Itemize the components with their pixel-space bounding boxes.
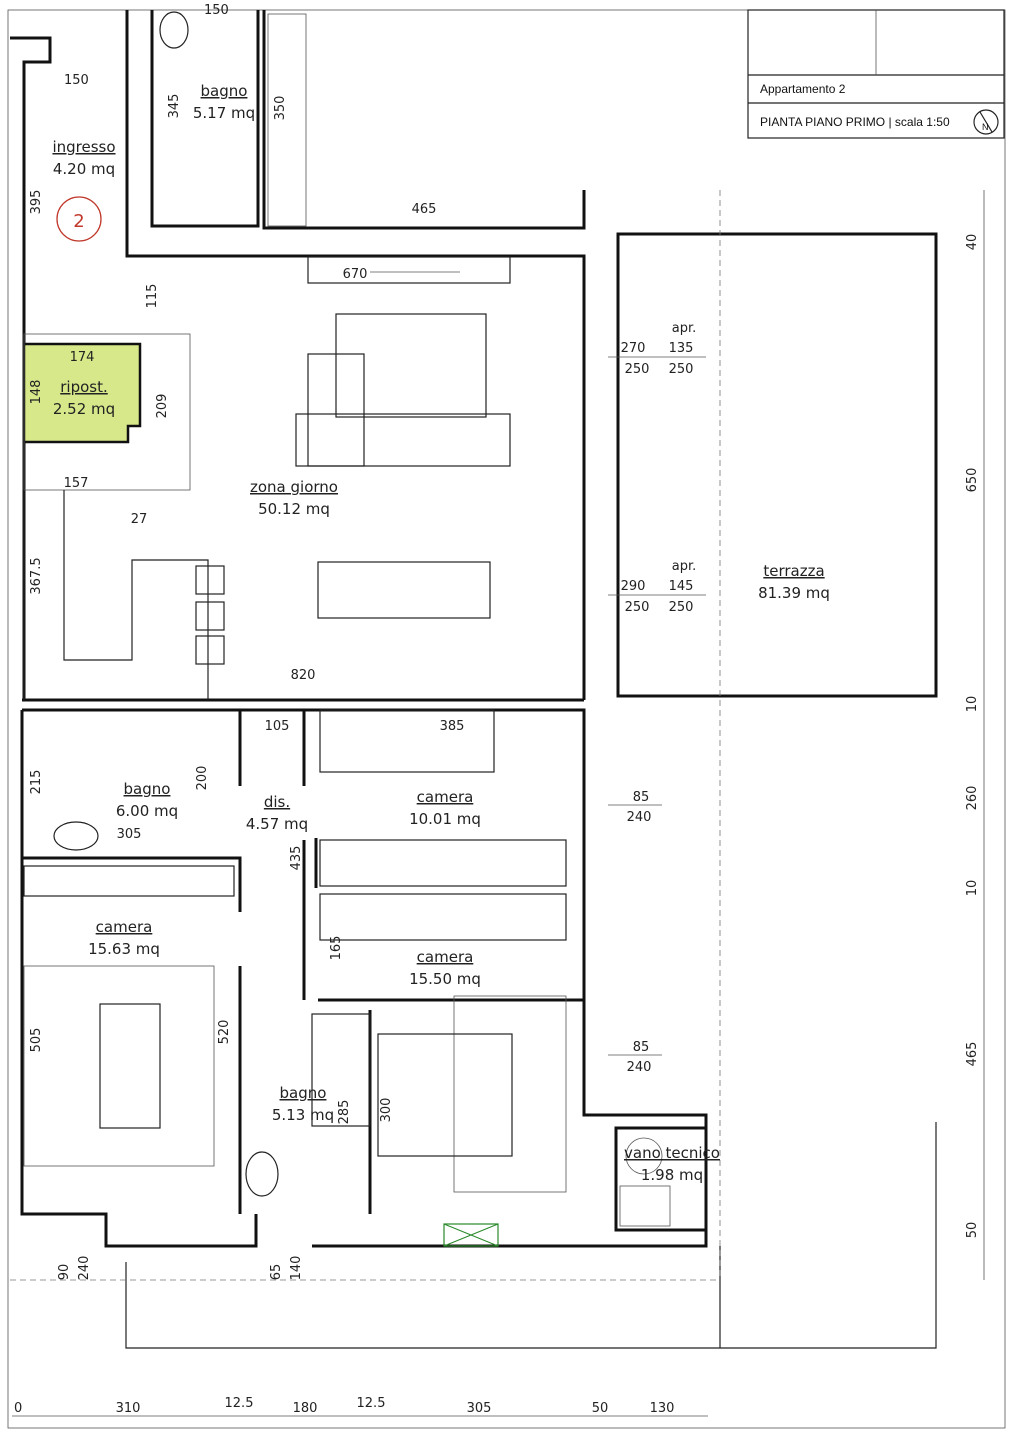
dim-label: 150 [204, 3, 229, 18]
room-area-bagno-left: 6.00 mq [116, 802, 178, 820]
dim-label: 250 [669, 362, 694, 377]
dim-label: 140 [289, 1256, 304, 1281]
room-labels: ingresso 4.20 mq bagno 5.17 mq ripost. 2… [52, 82, 829, 1184]
dim-label: 305 [467, 1401, 492, 1416]
project-name: Appartamento 2 [760, 82, 846, 96]
room-name-ingresso: ingresso [52, 138, 115, 156]
dim-label: 12.5 [225, 1396, 254, 1411]
unit-badge-icon [56, 196, 102, 242]
dim-label: 165 [329, 936, 344, 961]
north-arrow-icon [973, 109, 999, 135]
terrace-outline [10, 190, 937, 1349]
room-name-zona-giorno: zona giorno [250, 478, 338, 496]
room-name-terrazza: terrazza [763, 562, 824, 580]
dim-label: 85 [633, 790, 650, 805]
dim-label: 174 [70, 350, 95, 365]
room-area-zona-giorno: 50.12 mq [258, 500, 330, 518]
dim-label: 465 [965, 1042, 980, 1067]
dim-label: 157 [64, 476, 89, 491]
dim-label: 12.5 [357, 1396, 386, 1411]
room-name-dis: dis. [264, 793, 290, 811]
dim-label: 10 [965, 696, 980, 713]
dim-label: 50 [965, 1222, 980, 1239]
dim-label: 367.5 [29, 557, 44, 594]
dim-label: 435 [289, 846, 304, 871]
room-name-bagno-bottom: bagno [280, 1084, 327, 1102]
dim-label: 395 [29, 190, 44, 215]
dim-label: 240 [77, 1256, 92, 1281]
dim-label: 270 [621, 341, 646, 356]
dim-label: 148 [29, 380, 44, 405]
dim-label: 10 [965, 880, 980, 897]
dim-label: 820 [291, 668, 316, 683]
sheet-border [7, 9, 1006, 1429]
dim-label: 200 [195, 766, 210, 791]
room-area-vano-tecnico: 1.98 mq [641, 1166, 703, 1184]
title-block: Appartamento 2 PIANTA PIANO PRIMO | scal… [747, 9, 1005, 139]
dim-label: apr. [672, 321, 697, 336]
room-area-bagno-top: 5.17 mq [193, 104, 255, 122]
room-name-camera-bottom: camera [417, 948, 474, 966]
walls [10, 10, 938, 1248]
dim-label: 215 [29, 770, 44, 795]
dim-label: 250 [669, 600, 694, 615]
dim-label: 300 [379, 1098, 394, 1123]
dim-label: 285 [337, 1100, 352, 1125]
dim-label: 350 [273, 96, 288, 121]
dim-label: 209 [155, 394, 170, 419]
dim-label: 85 [633, 1040, 650, 1055]
dim-label: 505 [29, 1028, 44, 1053]
room-name-vano-tecnico: vano tecnico [624, 1144, 720, 1162]
dim-label: 130 [650, 1401, 675, 1416]
dim-label: 145 [669, 579, 694, 594]
room-area-camera-mid: 10.01 mq [409, 810, 481, 828]
dim-label: 90 [57, 1264, 72, 1281]
dim-label: 0 [14, 1401, 22, 1416]
dim-label: 290 [621, 579, 646, 594]
dim-label: 310 [116, 1401, 141, 1416]
dim-label: 135 [669, 341, 694, 356]
room-name-bagno-left: bagno [124, 780, 171, 798]
dim-label: 305 [117, 827, 142, 842]
dimension-labels: 150 150 345 350 395 465 115 670 174 148 … [12, 3, 985, 1417]
unit-badge: 2 [73, 211, 84, 232]
dim-label: apr. [672, 559, 697, 574]
dim-label: 50 [592, 1401, 609, 1416]
room-area-ingresso: 4.20 mq [53, 160, 115, 178]
dim-label: 250 [625, 362, 650, 377]
room-area-terrazza: 81.39 mq [758, 584, 830, 602]
room-area-camera-bottom: 15.50 mq [409, 970, 481, 988]
dim-label: 105 [265, 719, 290, 734]
room-area-bagno-bottom: 5.13 mq [272, 1106, 334, 1124]
dim-label: 115 [145, 284, 160, 309]
room-name-camera-mid: camera [417, 788, 474, 806]
dim-label: 520 [217, 1020, 232, 1045]
room-name-camera-left: camera [96, 918, 153, 936]
room-area-dis: 4.57 mq [246, 815, 308, 833]
north-label: N [982, 122, 989, 132]
dim-label: 240 [627, 810, 652, 825]
dim-label: 670 [343, 267, 368, 282]
dim-label: 180 [293, 1401, 318, 1416]
dim-label: 65 [269, 1264, 284, 1281]
dim-label: 40 [965, 234, 980, 251]
room-area-ripost: 2.52 mq [53, 400, 115, 418]
room-area-camera-left: 15.63 mq [88, 940, 160, 958]
furniture [23, 11, 671, 1247]
room-name-bagno-top: bagno [201, 82, 248, 100]
dim-label: 260 [965, 786, 980, 811]
dim-label: 345 [167, 94, 182, 119]
dim-label: 650 [965, 468, 980, 493]
dim-label: 240 [627, 1060, 652, 1075]
room-name-ripost: ripost. [60, 378, 108, 396]
dim-label: 150 [64, 73, 89, 88]
dim-label: 250 [625, 600, 650, 615]
dim-label: 27 [131, 512, 148, 527]
dim-label: 385 [440, 719, 465, 734]
dim-label: 465 [412, 202, 437, 217]
sheet-title: PIANTA PIANO PRIMO | scala 1:50 [760, 115, 950, 129]
